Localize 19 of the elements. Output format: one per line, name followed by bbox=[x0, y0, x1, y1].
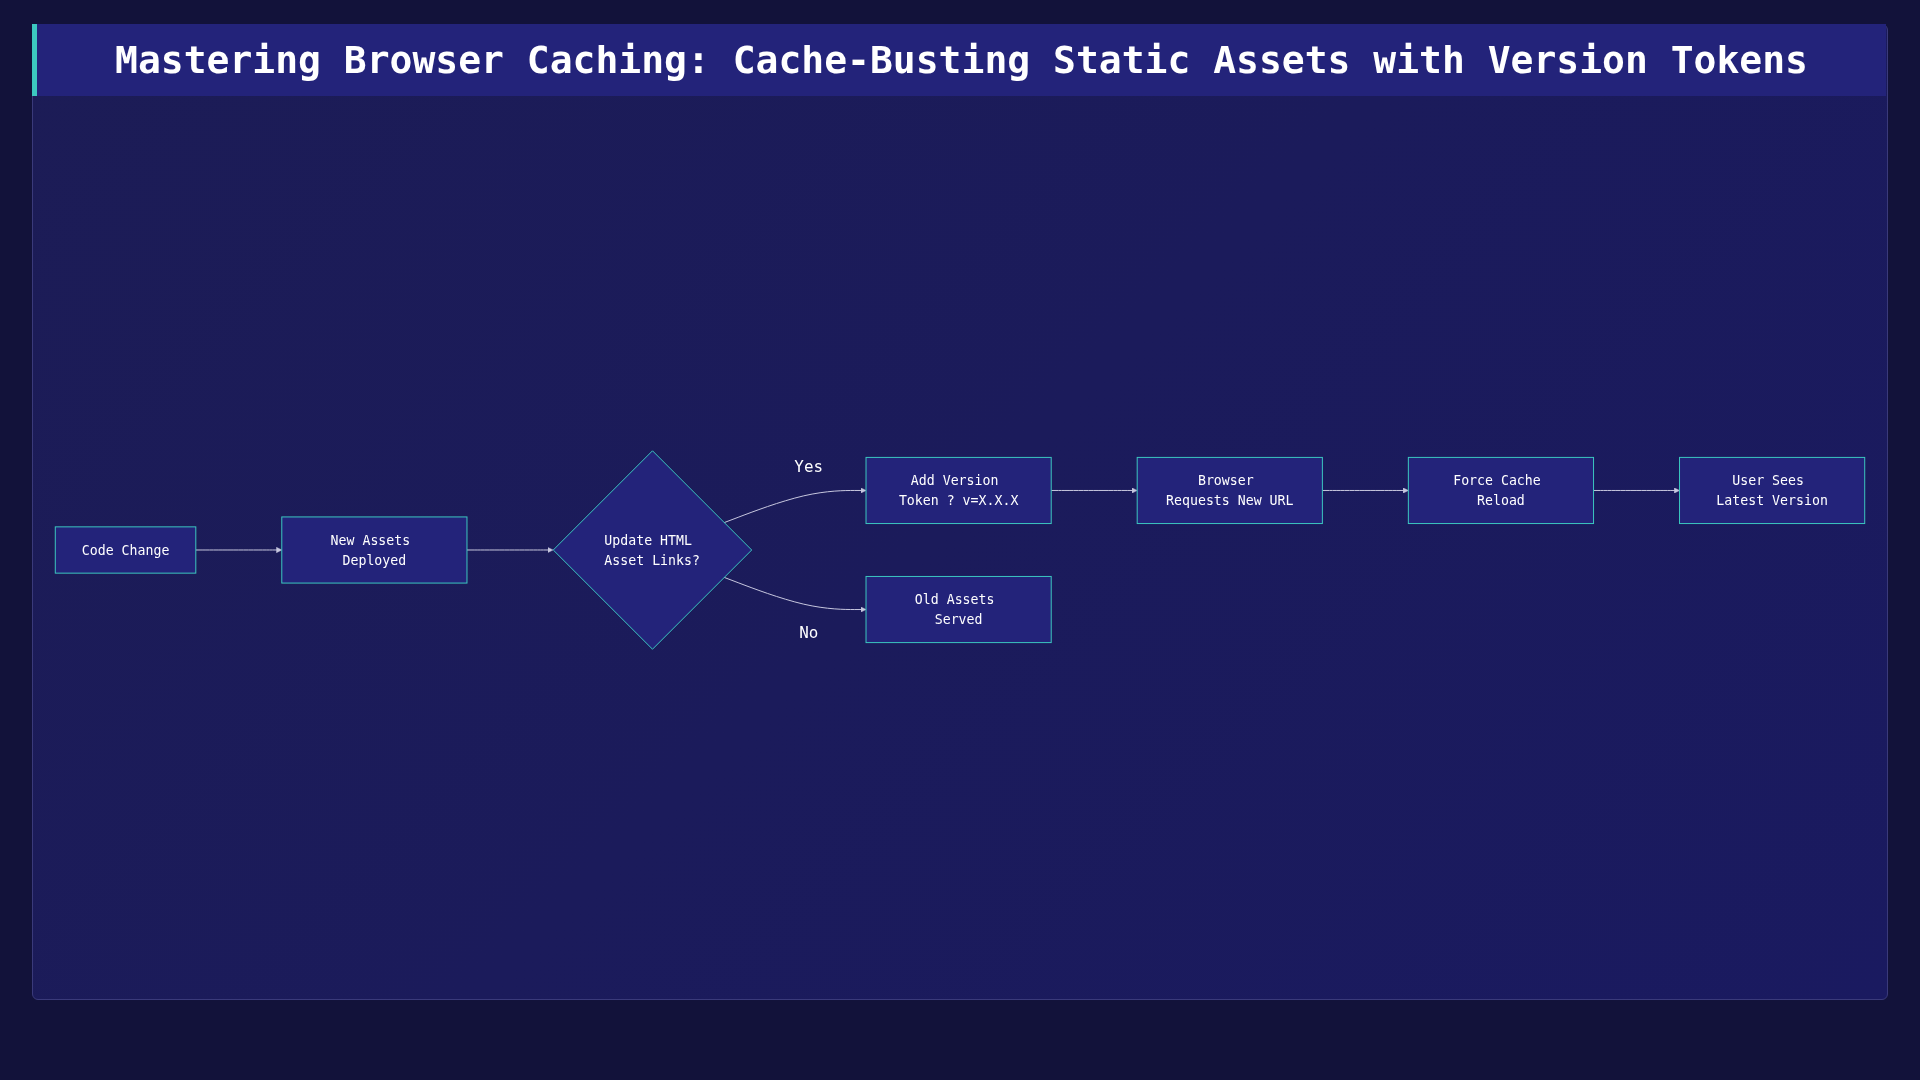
node-label: Force Cache Reload bbox=[1452, 471, 1542, 511]
process-box bbox=[281, 516, 468, 584]
node-label: Code Change bbox=[81, 541, 170, 560]
process-box bbox=[1407, 456, 1595, 525]
edge-label: No bbox=[799, 622, 819, 645]
process-box bbox=[54, 526, 197, 574]
node-label: User Sees Latest Version bbox=[1715, 471, 1829, 511]
node-label: New Assets Deployed bbox=[329, 531, 412, 570]
node-label: Add Version Token ? v=X.X.X bbox=[897, 471, 1020, 511]
process-box bbox=[865, 575, 1052, 644]
node-label: Browser Requests New URL bbox=[1165, 471, 1295, 511]
diagram-title: Mastering Browser Caching: Cache-Busting Static Assets with Version Tokens bbox=[32, 24, 1886, 96]
process-box bbox=[1679, 456, 1866, 525]
decision-diamond bbox=[552, 450, 753, 650]
process-box bbox=[1136, 456, 1323, 525]
edge-label: Yes bbox=[794, 456, 824, 479]
node-label: Update HTML Asset Links? bbox=[603, 531, 701, 570]
node-label: Old Assets Served bbox=[913, 590, 996, 630]
process-box bbox=[865, 456, 1052, 525]
